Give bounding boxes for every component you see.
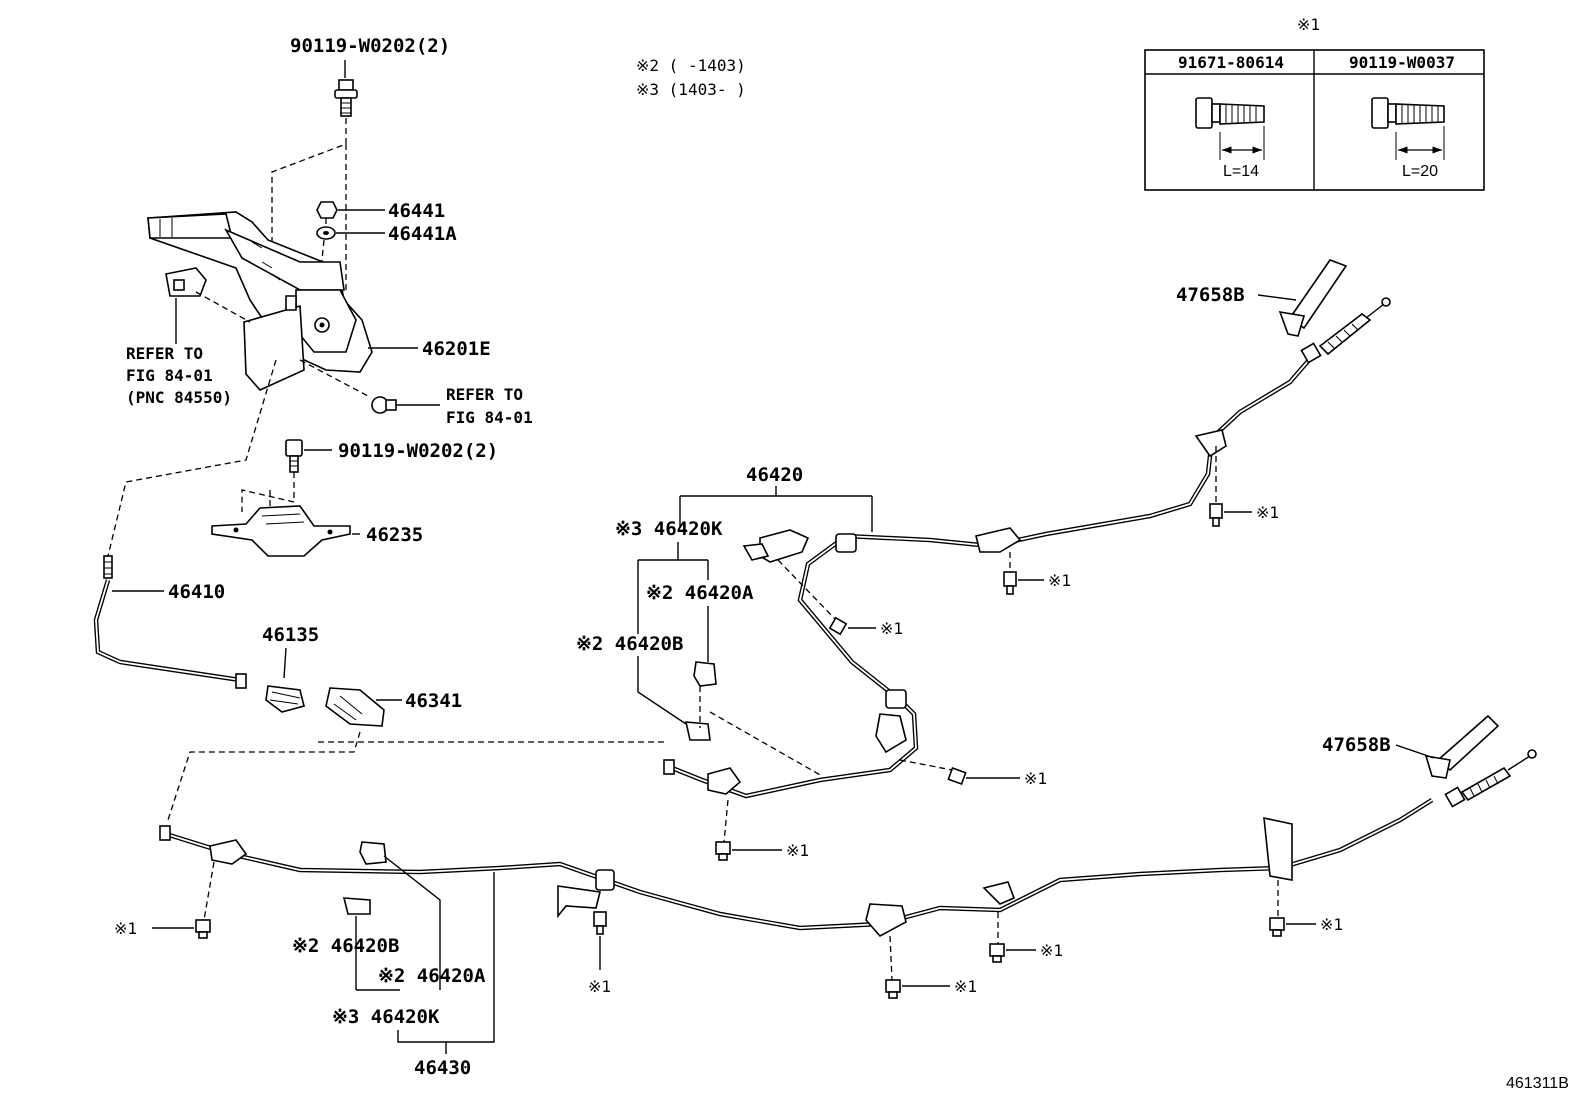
callout-nut: 46441 <box>388 200 445 222</box>
callout-boot-rh: 47658B <box>1176 284 1245 306</box>
front-cable-icon <box>93 555 247 689</box>
ref1-rh-a: ※1 <box>880 619 903 638</box>
rh-cable-icon <box>663 297 1391 799</box>
callout-lh-a: ※2 46420A <box>378 965 486 987</box>
rh-boot-icon <box>1278 259 1348 337</box>
ref1-lh-d: ※1 <box>1040 941 1063 960</box>
rh-clip-a-icon <box>693 661 717 687</box>
equalizer-icon <box>265 685 305 713</box>
ref1-rh-d: ※1 <box>1024 769 1047 788</box>
ref1-lh-b: ※1 <box>588 977 611 996</box>
lever-to-cable-dashed <box>107 359 277 557</box>
bracket-icon <box>211 505 351 557</box>
ref1-lh-c: ※1 <box>954 977 977 996</box>
bolt-mid-icon <box>285 439 303 473</box>
callout-lever: 46201E <box>422 338 491 360</box>
bolt-table: ※1 91671-80614 90119-W0037 L=14 L=20 <box>1144 15 1485 191</box>
callout-front-cable: 46410 <box>168 581 225 603</box>
rh-bolt-4-icon <box>947 766 967 786</box>
callout-equalizer: 46135 <box>262 624 319 646</box>
bolt-top-icon <box>334 79 358 117</box>
ref1-lh-e: ※1 <box>1320 915 1343 934</box>
lh-clip-a-icon <box>359 841 387 865</box>
bolt-a-icon <box>1195 97 1265 160</box>
washer-icon <box>316 226 336 240</box>
callout-cable-lh: 46430 <box>414 1057 471 1079</box>
callout-bolt-mid: 90119-W0202(2) <box>338 440 498 462</box>
cover-icon <box>325 687 385 727</box>
nut-icon <box>316 201 338 219</box>
ref1-rh-b: ※1 <box>1048 571 1071 590</box>
lh-bolt-2-icon <box>593 911 607 935</box>
cover-to-lh-cable-dashed <box>167 731 361 821</box>
refer2-line1: REFER TO <box>446 385 523 404</box>
callout-bracket: 46235 <box>366 524 423 546</box>
ref1-rh-c: ※1 <box>1256 503 1279 522</box>
parking-lever-icon <box>147 211 373 391</box>
lh-clip-b-icon <box>342 897 371 915</box>
refer1-line3: (PNC 84550) <box>126 388 232 407</box>
ref1-rh-e: ※1 <box>786 841 809 860</box>
rh-bolt-3-icon <box>1209 503 1223 527</box>
callout-lh-k: ※3 46420K <box>332 1006 440 1028</box>
refer1-line2: FIG 84-01 <box>126 366 213 385</box>
switch-clip-icon <box>165 267 207 297</box>
bolt-b-icon <box>1371 97 1445 160</box>
callout-cable-rh: 46420 <box>746 464 803 486</box>
callout-rh-a: ※2 46420A <box>646 582 754 604</box>
bolt-a-length: L=14 <box>1223 163 1259 180</box>
lh-bolt-5-icon <box>1269 917 1285 937</box>
rh-bolt-1-icon <box>828 616 848 636</box>
lh-bolt-1-icon <box>195 919 211 939</box>
callout-boot-lh: 47658B <box>1322 734 1391 756</box>
rh-bolt-2-icon <box>1003 571 1017 595</box>
diagram-id: 461311B <box>1506 1075 1569 1092</box>
ref1-lh-a: ※1 <box>114 919 137 938</box>
bolt-b-part-number: 90119-W0037 <box>1349 53 1455 72</box>
note-2: ※2 ( -1403) <box>636 56 746 75</box>
lh-boot-icon <box>1424 714 1500 779</box>
lh-bolt-3-icon <box>885 979 901 999</box>
bolt-b-length: L=20 <box>1402 163 1438 180</box>
bolt-top-dashed-path <box>271 118 347 300</box>
lh-bolt-4-icon <box>989 943 1005 963</box>
note-3: ※3 (1403- ) <box>636 80 746 99</box>
callout-washer: 46441A <box>388 223 457 245</box>
callout-rh-b: ※2 46420B <box>576 633 683 655</box>
bolt-a-part-number: 91671-80614 <box>1178 53 1284 72</box>
rh-bolt-5-icon <box>715 841 731 861</box>
lh-cable-icon <box>159 749 1537 938</box>
callout-rh-k: ※3 46420K <box>615 518 723 540</box>
bolt-table-mark: ※1 <box>1297 15 1320 34</box>
refer2-line2: FIG 84-01 <box>446 408 533 427</box>
callout-cover: 46341 <box>405 690 462 712</box>
callout-bolt-top: 90119-W0202(2) <box>290 35 450 57</box>
callout-lh-b: ※2 46420B <box>292 935 399 957</box>
rh-clip-b-icon <box>684 721 711 741</box>
refer1-line1: REFER TO <box>126 344 203 363</box>
lever-bolt-icon <box>371 396 397 414</box>
